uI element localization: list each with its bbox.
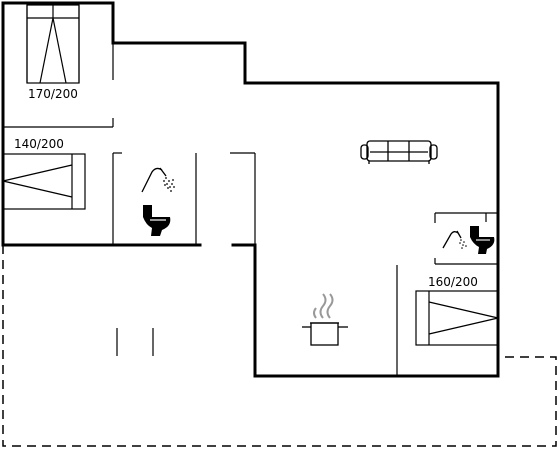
- sofa-icon: [360, 140, 438, 164]
- cooking-pot-icon: [302, 293, 348, 346]
- bed-left-label: 140/200: [14, 137, 64, 151]
- toilet-icon: [143, 205, 171, 236]
- bed-top-left: 170/200: [26, 4, 80, 101]
- bed-right: 160/200: [415, 275, 499, 346]
- terrace-posts: [116, 328, 154, 356]
- bed-left: 140/200: [2, 137, 86, 210]
- exterior-walls: [1, 1, 500, 378]
- toilet-icon: [470, 226, 495, 254]
- shower-icon: [141, 167, 175, 193]
- interior-walls: [3, 43, 498, 376]
- shower-icon: [442, 230, 467, 249]
- terrace-outline: [2, 245, 557, 447]
- bed-right-label: 160/200: [428, 275, 478, 289]
- bed-top-left-label: 170/200: [28, 87, 78, 101]
